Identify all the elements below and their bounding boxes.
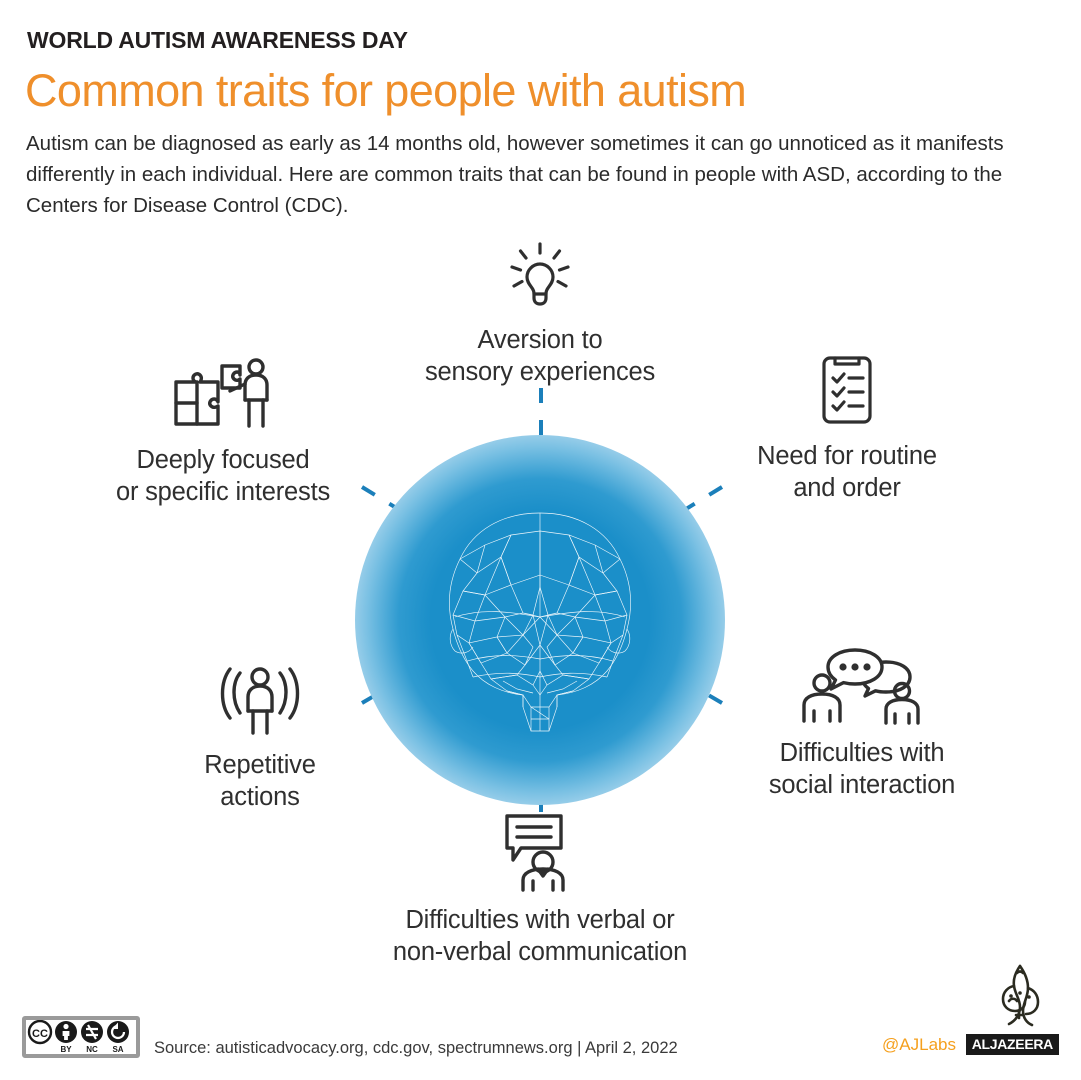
al-jazeera-calligraphy-logo [1001,964,1040,1027]
trait-social: Difficulties with social interaction [737,645,987,801]
al-jazeera-wordmark: ALJAZEERA [965,1034,1059,1055]
cc-by-label: BY [60,1045,72,1054]
svg-text:CC: CC [32,1028,48,1040]
cc-nc-label: NC [86,1045,98,1054]
trait-routine: Need for routine and order [722,352,972,504]
page-title: Common traits for people with autism [25,65,747,116]
person-waves-icon [220,667,300,735]
source-credit: Source: autisticadvocacy.org, cdc.gov, s… [154,1039,678,1057]
trait-social-label: Difficulties with social interaction [768,739,956,799]
creative-commons-badge: CC BY NC SA [22,1016,140,1058]
ajlabs-handle: @AJLabs [882,1035,956,1054]
kicker-label: WORLD AUTISM AWARENESS DAY [27,27,408,53]
trait-sensory: Aversion to sensory experiences [400,236,680,388]
trait-focus-label: Deeply focused or specific interests [115,446,331,506]
trait-communication-label: Difficulties with verbal or non-verbal c… [392,906,688,966]
trait-routine-label: Need for routine and order [757,442,937,502]
standfirst-paragraph: Autism can be diagnosed as early as 14 m… [26,132,1004,217]
brain-glow [355,435,725,805]
speech-bubble-person-icon [505,814,565,892]
cc-icons: CC BY NC SA [27,1019,129,1054]
puzzle-person-icon [174,358,269,428]
trait-repetitive: Repetitive actions [155,665,365,813]
trait-repetitive-label: Repetitive actions [204,751,316,811]
trait-communication: Difficulties with verbal or non-verbal c… [345,810,735,968]
trait-focus: Deeply focused or specific interests [78,358,368,508]
brain-wireframe-icon [449,512,631,732]
clipboard-checklist-icon [822,356,872,424]
cc-sa-label: SA [112,1045,123,1054]
trait-sensory-label: Aversion to sensory experiences [424,326,656,386]
lightbulb-icon [510,242,570,306]
brain-graphic [355,435,725,805]
two-people-speech-bubbles-icon [802,648,920,725]
